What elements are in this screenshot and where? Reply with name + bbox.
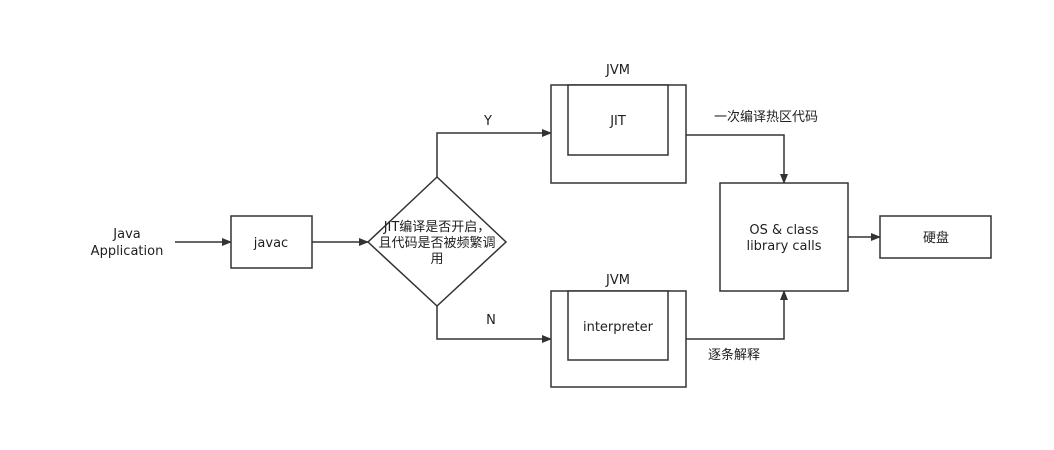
edge-jit-to-os [686, 134, 788, 184]
decision-line2: 且代码是否被频繁调 [378, 235, 495, 251]
jit-inner-box [567, 84, 669, 156]
yes-label: Y [483, 114, 492, 129]
interpreter-edge-label: 逐条解释 [708, 347, 760, 363]
disk-node: 硬盘 [879, 215, 992, 259]
java-application-line2: Application [91, 244, 164, 259]
javac-node: javac [230, 215, 313, 269]
javac-label: javac [253, 236, 288, 251]
interpreter-inner-box [567, 290, 669, 361]
os-line1: OS & class [749, 223, 818, 238]
no-label: N [486, 313, 496, 328]
decision-line1: JIT编译是否开启， [383, 220, 491, 235]
os-box [719, 182, 849, 292]
decision-line3: 用 [430, 252, 443, 267]
decision-node: JIT编译是否开启， 且代码是否被频繁调 用 [366, 175, 508, 308]
edge-interpreter-to-os [686, 290, 788, 340]
jvm-interpreter-node: JVM interpreter [550, 273, 687, 388]
os-node: OS & class library calls [719, 182, 849, 292]
jit-edge-label: 一次编译热区代码 [714, 109, 818, 125]
os-line2: library calls [746, 239, 821, 254]
java-application-node: Java Application [91, 227, 164, 259]
edge-yes [436, 129, 552, 177]
jvm-jit-node: JVM JIT [550, 63, 687, 184]
interpreter-label: interpreter [583, 320, 654, 335]
jvm-top-title: JVM [605, 63, 630, 78]
jit-label: JIT [609, 114, 626, 129]
jvm-bottom-title: JVM [605, 273, 630, 288]
disk-label: 硬盘 [923, 230, 949, 246]
java-application-line1: Java [112, 227, 140, 242]
disk-box [879, 215, 992, 259]
edge-no [436, 306, 552, 343]
